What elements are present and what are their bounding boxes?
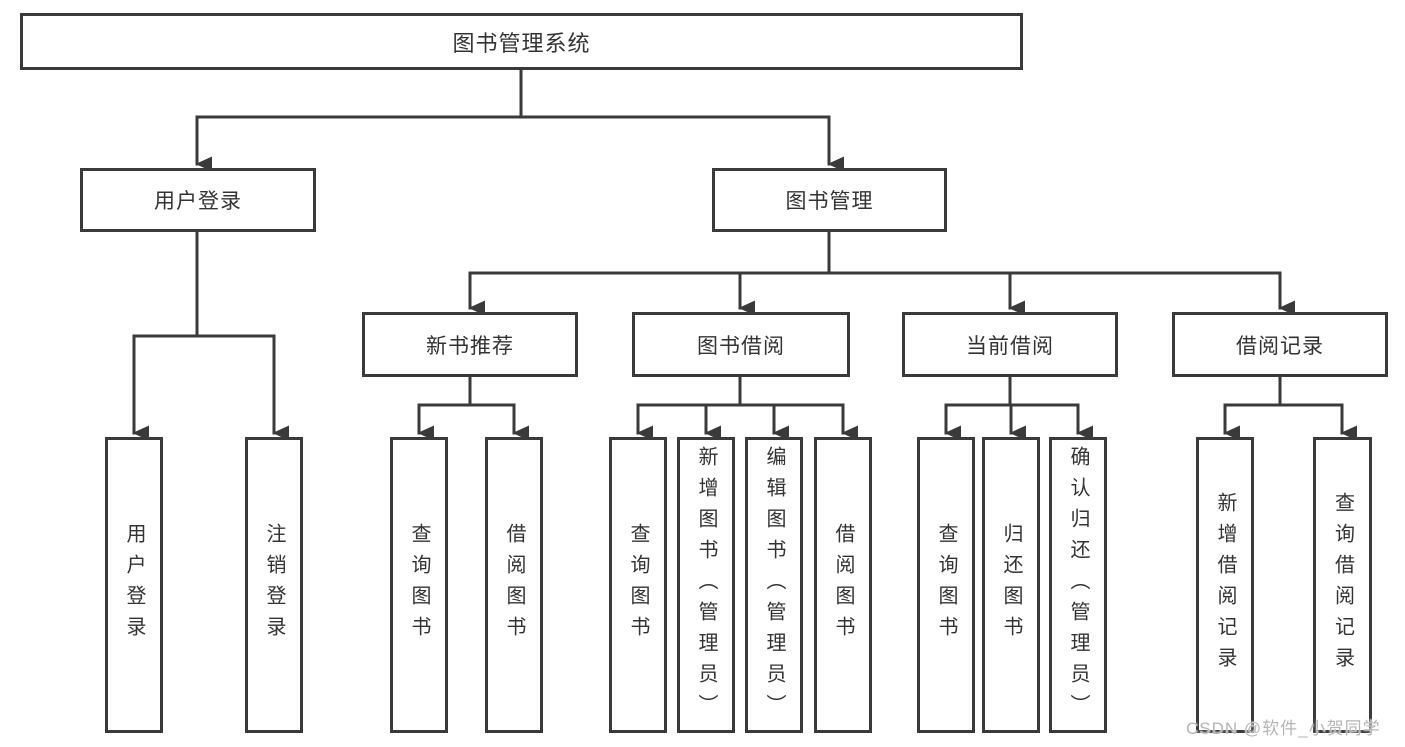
leaf-borrow-books-recommend: 借阅图书 [485,437,543,733]
node-root-system: 图书管理系统 [20,13,1023,70]
node-borrow-records: 借阅记录 [1172,312,1388,377]
node-new-book-recommend: 新书推荐 [362,312,578,377]
leaf-query-books-current: 查询图书 [917,437,975,733]
node-current-borrow: 当前借阅 [902,312,1118,377]
leaf-edit-book-admin: 编辑图书（管理员） [745,437,803,733]
leaf-logout: 注销登录 [245,437,303,733]
leaf-query-books-recommend: 查询图书 [390,437,448,733]
leaf-borrow-books: 借阅图书 [814,437,872,733]
leaf-user-login: 用户登录 [105,437,163,733]
node-book-management: 图书管理 [712,168,947,232]
node-book-borrow: 图书借阅 [632,312,850,377]
leaf-confirm-return-admin: 确认归还（管理员） [1049,437,1107,733]
leaf-query-borrow-record: 查询借阅记录 [1313,437,1372,733]
leaf-add-borrow-record: 新增借阅记录 [1196,437,1254,733]
leaf-return-book: 归还图书 [982,437,1040,733]
node-user-login: 用户登录 [80,168,316,232]
leaf-add-book-admin: 新增图书（管理员） [677,437,735,733]
leaf-query-books-borrow: 查询图书 [609,437,667,733]
watermark: CSDN @软件_小贺同学 [1186,719,1381,738]
